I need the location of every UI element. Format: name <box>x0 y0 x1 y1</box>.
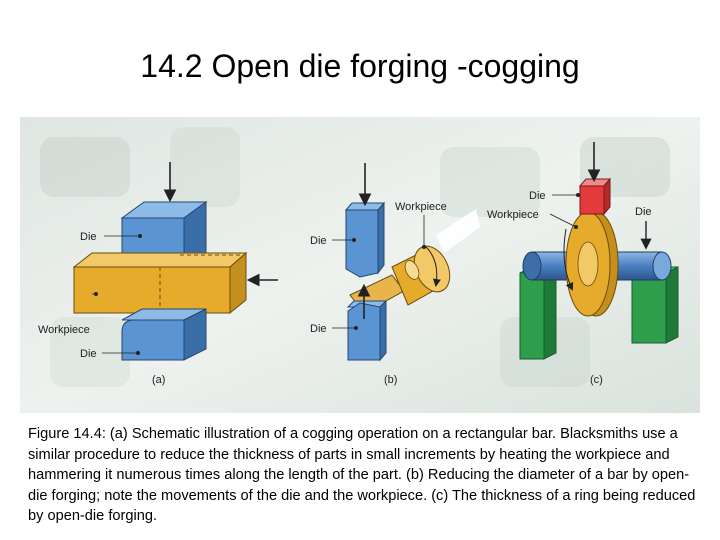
panel-b-bottom-die <box>346 299 388 362</box>
panel-c-top-die <box>578 177 612 216</box>
label-c-die-top: Die <box>529 190 546 202</box>
label-c-die-right: Die <box>635 206 652 218</box>
slide-title: 14.2 Open die forging -cogging <box>140 48 580 84</box>
panel-a-bottom-die <box>121 308 207 361</box>
forging-illustration: Die Workpiece Die (a) <box>20 117 700 413</box>
label-panel-a: (a) <box>152 374 165 386</box>
figure-caption: Figure 14.4: (a) Schematic illustration … <box>28 426 696 524</box>
label-b-workpiece: Workpiece <box>395 201 447 213</box>
panel-c-ring-workpiece <box>563 211 619 317</box>
panel-b-top-die <box>344 201 386 278</box>
label-b-die-bottom: Die <box>310 323 327 335</box>
label-a-die-top: Die <box>80 231 97 243</box>
label-panel-c: (c) <box>590 374 603 386</box>
label-a-die-bottom: Die <box>80 348 97 360</box>
panel-c-left-support <box>519 266 557 360</box>
panel-b-workpiece-bar <box>349 244 451 314</box>
panel-b-bar-reduction: Workpiece Die Die (b) <box>310 163 480 386</box>
panel-c-right-support <box>631 266 679 344</box>
label-b-die-top: Die <box>310 235 327 247</box>
panel-c-ring-reduction: Die Workpiece Die (c) <box>487 142 679 386</box>
background-pattern <box>40 127 670 387</box>
panel-a-cogging: Die Workpiece Die (a) <box>38 162 278 386</box>
label-c-workpiece: Workpiece <box>487 209 539 221</box>
label-a-workpiece: Workpiece <box>38 324 90 336</box>
label-panel-b: (b) <box>384 374 397 386</box>
forging-figure: Die Workpiece Die (a) <box>20 117 700 413</box>
panel-a-workpiece-bar <box>72 251 248 315</box>
